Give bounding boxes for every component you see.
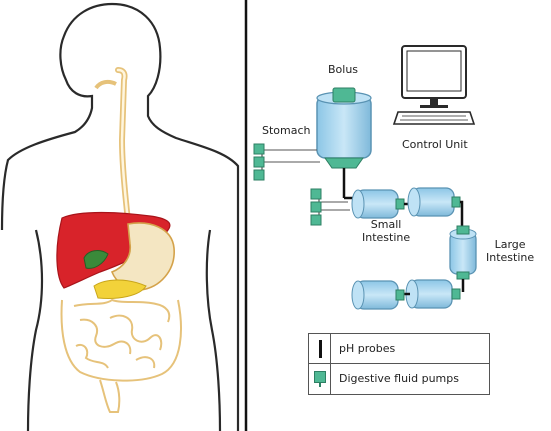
pump bbox=[253, 156, 265, 168]
legend-row-pumps: Digestive fluid pumps bbox=[309, 364, 489, 394]
label-bolus: Bolus bbox=[328, 63, 359, 76]
pump bbox=[253, 143, 265, 155]
legend-label: pH probes bbox=[339, 342, 396, 355]
large-intestine-chamber bbox=[449, 225, 477, 280]
pump bbox=[253, 169, 265, 181]
label-control-unit: Control Unit bbox=[402, 138, 468, 151]
body-waist-left bbox=[26, 229, 44, 431]
label-large-intestine: Large Intestine bbox=[486, 238, 535, 264]
stomach-vessel bbox=[316, 87, 372, 169]
small-intestine-pumps bbox=[310, 188, 350, 226]
pump bbox=[310, 188, 322, 200]
body-waist-right bbox=[205, 229, 222, 431]
legend-row-ph-probes: pH probes bbox=[309, 334, 489, 364]
small-intestine-chamber-2 bbox=[407, 187, 461, 217]
large-intestine-chamber-3 bbox=[351, 280, 405, 310]
large-intestine-chamber-2 bbox=[405, 279, 461, 309]
intestines bbox=[60, 298, 182, 413]
gallbladder bbox=[83, 250, 109, 269]
stomach-pumps bbox=[253, 143, 320, 181]
legend: pH probes Digestive fluid pumps bbox=[308, 333, 490, 395]
small-intestine-chamber-1 bbox=[351, 189, 405, 219]
pump bbox=[310, 214, 322, 226]
pancreas bbox=[93, 279, 147, 299]
throat bbox=[94, 79, 117, 90]
human-body-illustration bbox=[0, 2, 240, 431]
label-stomach: Stomach bbox=[262, 124, 311, 137]
pump-icon bbox=[314, 371, 326, 387]
ph-probe bbox=[460, 200, 464, 228]
pump bbox=[310, 201, 322, 213]
label-small-intestine: Small Intestine bbox=[362, 218, 411, 244]
legend-label: Digestive fluid pumps bbox=[339, 372, 459, 385]
ph-probe-icon bbox=[319, 340, 322, 358]
body-side-left bbox=[0, 159, 10, 231]
body-outline bbox=[6, 2, 240, 431]
computer-icon bbox=[392, 45, 476, 125]
